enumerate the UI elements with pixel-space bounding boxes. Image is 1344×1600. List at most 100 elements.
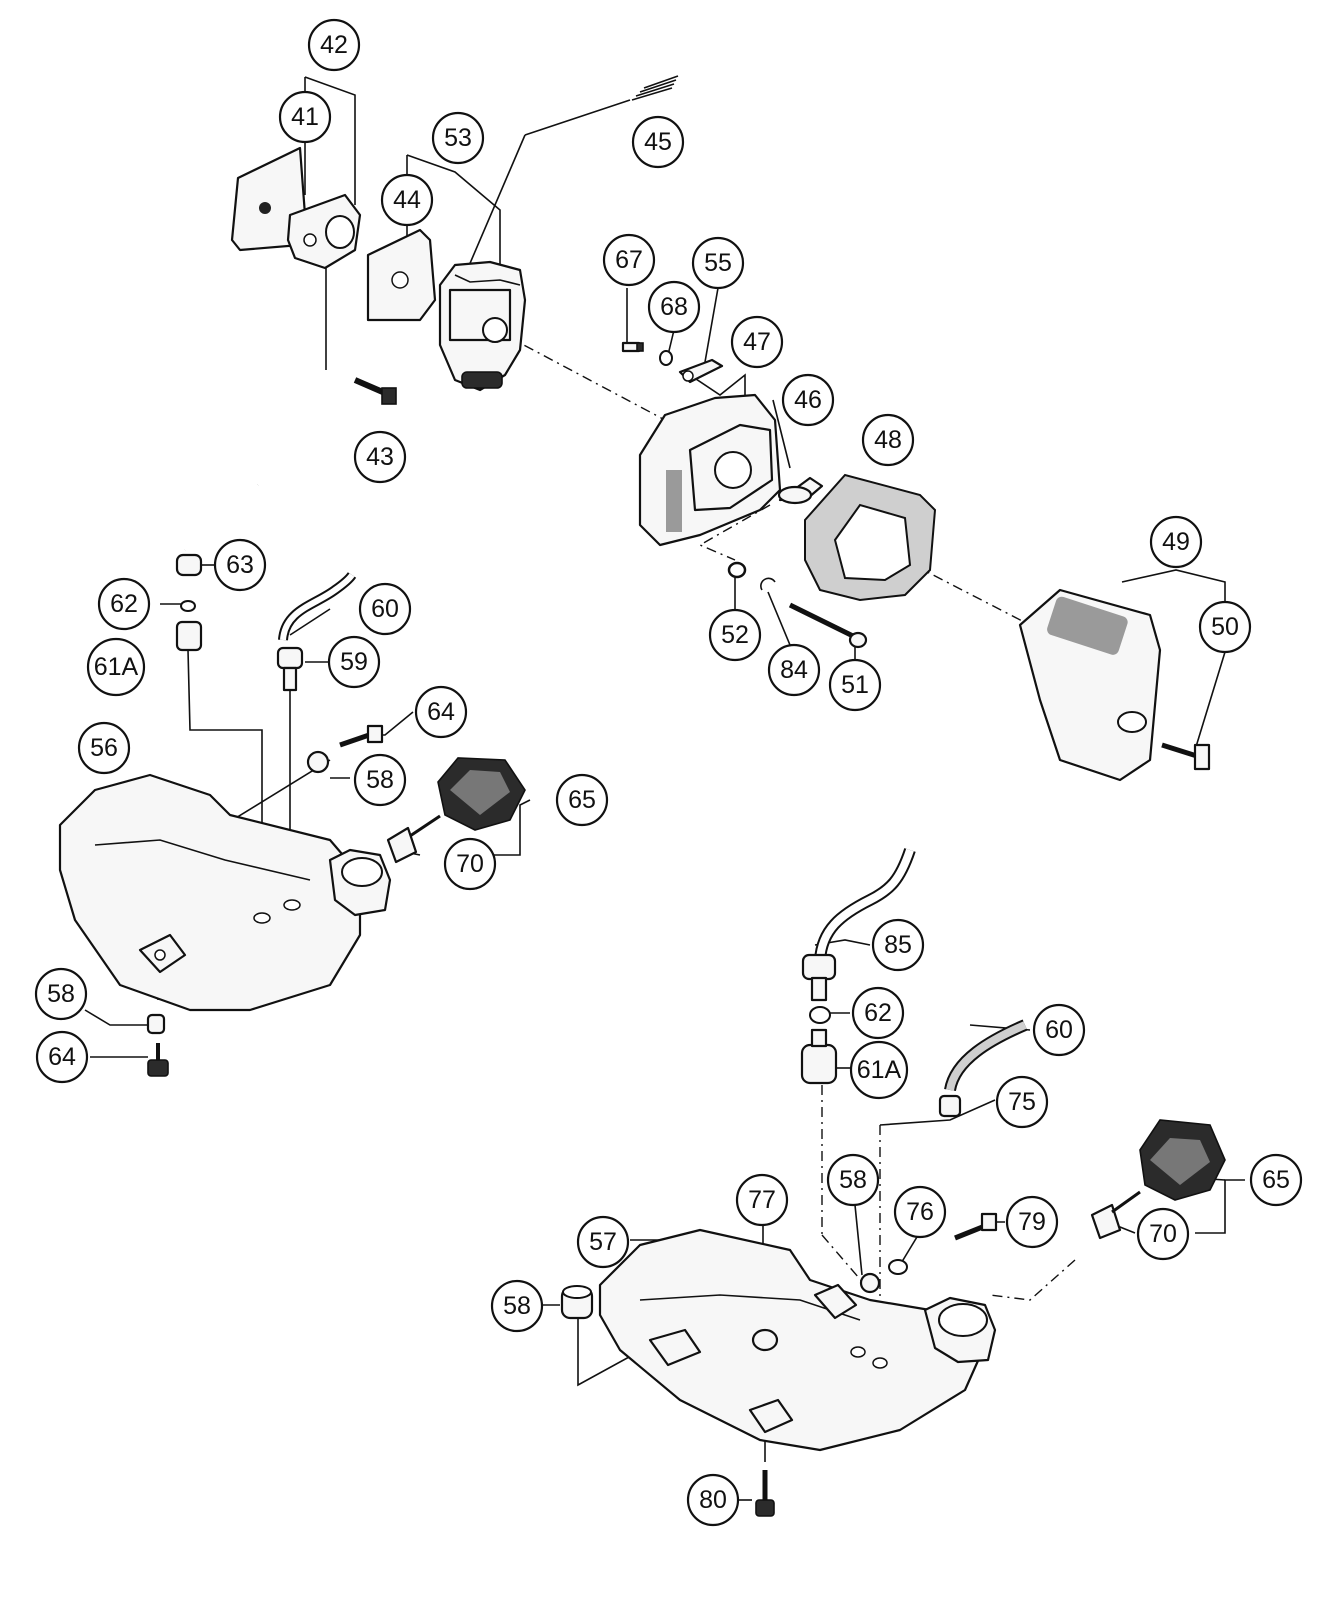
fuel-tank-57: [598, 1228, 997, 1452]
callout-45: 45: [631, 115, 685, 169]
svg-text:52: 52: [721, 621, 749, 649]
svg-text:58: 58: [47, 980, 75, 1008]
gasket-44: [366, 228, 437, 322]
callout-65-left: 65: [555, 773, 609, 827]
callout-58-right: 58: [490, 1279, 544, 1333]
svg-text:65: 65: [568, 786, 596, 814]
clamp-62: [180, 600, 196, 612]
svg-text:61A: 61A: [857, 1056, 902, 1084]
svg-text:44: 44: [393, 186, 421, 214]
bolt-64-left: [339, 724, 384, 748]
callout-42: 42: [307, 18, 361, 72]
svg-text:57: 57: [589, 1228, 617, 1256]
filter-70-left: [386, 814, 441, 864]
svg-text:46: 46: [794, 386, 822, 414]
callout-58-left-bottom: 58: [34, 967, 88, 1021]
fuel-pipe-60: [278, 572, 357, 641]
callout-44: 44: [380, 173, 434, 227]
callout-46: 46: [781, 373, 835, 427]
collar-58-right-small: [859, 1272, 881, 1294]
callout-59: 59: [327, 635, 381, 689]
callout-55: 55: [691, 236, 745, 290]
svg-text:80: 80: [699, 1486, 727, 1514]
callout-68: 68: [647, 280, 701, 334]
callout-43: 43: [353, 430, 407, 484]
filter-61a-right: [800, 1028, 838, 1085]
svg-text:42: 42: [320, 31, 348, 59]
fuel-tank-56: [58, 773, 392, 1012]
callout-62-left: 62: [97, 577, 151, 631]
svg-text:48: 48: [874, 426, 902, 454]
callout-50: 50: [1198, 600, 1252, 654]
callout-41: 41: [278, 90, 332, 144]
fuel-cap-65-right: [1139, 1119, 1226, 1201]
callout-60-right: 60: [1032, 1003, 1086, 1057]
callout-79: 79: [1005, 1195, 1059, 1249]
callout-52: 52: [708, 608, 762, 662]
washer-52: [727, 561, 747, 579]
callout-58-right-small: 58: [826, 1153, 880, 1207]
fuel-pipe-63: [175, 482, 261, 577]
svg-text:60: 60: [371, 595, 399, 623]
svg-text:50: 50: [1211, 613, 1239, 641]
insulator-gasket-41: [230, 146, 307, 252]
callout-61a-right: 61A: [849, 1040, 909, 1100]
callout-56: 56: [77, 721, 131, 775]
svg-text:47: 47: [743, 328, 771, 356]
callout-61a-left: 61A: [86, 637, 146, 697]
callout-76: 76: [893, 1185, 947, 1239]
callout-47: 47: [730, 315, 784, 369]
callout-49: 49: [1149, 515, 1203, 569]
callout-85: 85: [871, 918, 925, 972]
washer-76: [888, 1259, 908, 1275]
svg-text:63: 63: [226, 551, 254, 579]
svg-text:65: 65: [1262, 1166, 1290, 1194]
svg-text:75: 75: [1008, 1088, 1036, 1116]
svg-text:56: 56: [90, 734, 118, 762]
bolt-43: [353, 377, 397, 405]
callout-70-right: 70: [1136, 1207, 1190, 1261]
spring-45: [631, 75, 679, 101]
svg-text:76: 76: [906, 1198, 934, 1226]
callout-75: 75: [995, 1075, 1049, 1129]
fuel-pipe-85: [801, 848, 916, 1002]
svg-text:84: 84: [780, 656, 808, 684]
svg-text:85: 85: [884, 931, 912, 959]
fuel-pipe-60-right: [944, 1019, 1028, 1092]
callout-64-left: 64: [414, 685, 468, 739]
callout-70-left: 70: [443, 837, 497, 891]
svg-text:67: 67: [615, 246, 643, 274]
link-55: [678, 358, 724, 384]
callout-84: 84: [767, 643, 821, 697]
bolt-79: [954, 1212, 998, 1241]
callout-77: 77: [735, 1173, 789, 1227]
bolt-64-left-bottom: [147, 1043, 169, 1077]
collar-58-left: [306, 750, 330, 774]
filter-61a: [175, 620, 203, 652]
bolt-80: [755, 1470, 775, 1517]
svg-text:55: 55: [704, 249, 732, 277]
collar-58-left-bottom: [146, 1013, 166, 1035]
clip-84: [760, 577, 776, 591]
callout-67: 67: [602, 233, 656, 287]
mount-58-right: [560, 1285, 594, 1320]
washer-68: [659, 350, 673, 366]
clamp-62-right: [809, 1006, 831, 1024]
carburetor-53: [438, 260, 527, 392]
air-filter-48: [804, 473, 937, 602]
svg-text:79: 79: [1018, 1208, 1046, 1236]
svg-text:49: 49: [1162, 528, 1190, 556]
callout-64-left-bottom: 64: [35, 1030, 89, 1084]
callout-63: 63: [213, 538, 267, 592]
grommet-59: [276, 646, 304, 692]
svg-text:45: 45: [644, 128, 672, 156]
bolt-67: [621, 341, 644, 353]
svg-text:41: 41: [291, 103, 319, 131]
svg-text:60: 60: [1045, 1016, 1073, 1044]
air-cleaner-cover-49: [1018, 588, 1162, 782]
svg-text:70: 70: [456, 850, 484, 878]
svg-text:58: 58: [503, 1292, 531, 1320]
callout-58-left: 58: [353, 753, 407, 807]
air-cleaner-case-47: [638, 393, 782, 547]
